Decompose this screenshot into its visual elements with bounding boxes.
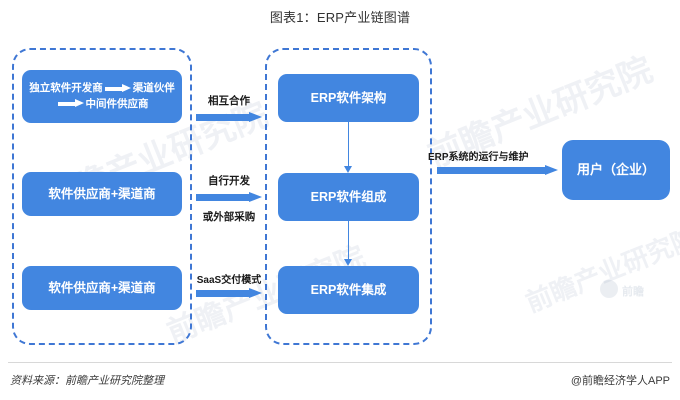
arrow-head <box>545 165 558 175</box>
arrow-head <box>344 259 352 266</box>
page-title: 图表1：ERP产业链图谱 <box>269 10 411 25</box>
edge-label-self-develop: 自行开发 <box>208 175 250 187</box>
arrow-head <box>249 288 262 298</box>
node-isv-part-2: 渠道伙伴 <box>132 82 175 95</box>
right-arrow-icon <box>57 99 84 108</box>
arrow-operations-maintenance-icon <box>437 165 559 176</box>
node-comp-label: ERP软件组成 <box>310 189 387 204</box>
node-erp-software-integration[interactable]: ERP软件集成 <box>278 266 419 314</box>
watermark-text: 前瞻产业研究院 <box>521 221 680 318</box>
node-user-label: 用户（企业） <box>576 161 655 177</box>
edge-label-cooperate: 相互合作 <box>208 95 250 107</box>
arrow-shaft <box>347 221 350 259</box>
node-isv-part-1: 独立软件开发商 <box>29 82 103 95</box>
arrow-head <box>249 192 262 202</box>
edge-label-operations-maintenance: ERP系统的运行与维护 <box>428 152 529 163</box>
footer-divider <box>8 362 672 363</box>
midstream-group-container <box>265 48 432 345</box>
edge-label-saas-delivery: SaaS交付模式 <box>196 275 262 286</box>
source-note: 资料来源：前瞻产业研究院整理 <box>10 375 164 387</box>
arrow-head <box>249 112 262 122</box>
node-supplier-2-label: 软件供应商+渠道商 <box>48 280 156 295</box>
arrow-shaft <box>437 167 545 174</box>
node-erp-software-composition[interactable]: ERP软件组成 <box>278 173 419 221</box>
node-arch-label: ERP软件架构 <box>310 90 387 105</box>
app-credit: @前瞻经济学人APP <box>570 375 670 387</box>
arrow-shaft <box>196 194 249 201</box>
node-software-supplier-channel-1[interactable]: 软件供应商+渠道商 <box>22 172 182 216</box>
arrow-self-develop-icon <box>196 192 262 203</box>
arrow-shaft <box>196 290 249 297</box>
arrow-shaft <box>347 122 350 166</box>
watermark-logo-icon <box>600 280 618 298</box>
node-supplier-1-label: 软件供应商+渠道商 <box>48 186 156 201</box>
arrow-composition-to-integration-icon <box>344 221 353 266</box>
node-software-supplier-channel-2[interactable]: 软件供应商+渠道商 <box>22 266 182 310</box>
arrow-saas-icon <box>196 288 262 299</box>
upstream-group-container <box>12 48 192 345</box>
node-user-enterprise[interactable]: 用户（企业） <box>562 140 670 200</box>
arrow-shaft <box>196 114 249 121</box>
right-arrow-icon <box>104 84 131 92</box>
arrow-head <box>344 166 352 173</box>
watermark-logo-label: 前瞻 <box>622 286 644 298</box>
node-integ-label: ERP软件集成 <box>310 282 387 297</box>
node-isv-text: 独立软件开发商 渠道伙伴中间件供应商 <box>28 81 176 111</box>
edge-label-external-purchase: 或外部采购 <box>202 211 256 223</box>
node-independent-software-developer[interactable]: 独立软件开发商 渠道伙伴中间件供应商 <box>22 70 182 123</box>
arrow-cooperate-icon <box>196 112 262 123</box>
node-erp-software-architecture[interactable]: ERP软件架构 <box>278 74 419 122</box>
node-isv-part-3: 中间件供应商 <box>85 97 149 110</box>
arrow-architecture-to-composition-icon <box>344 122 353 173</box>
